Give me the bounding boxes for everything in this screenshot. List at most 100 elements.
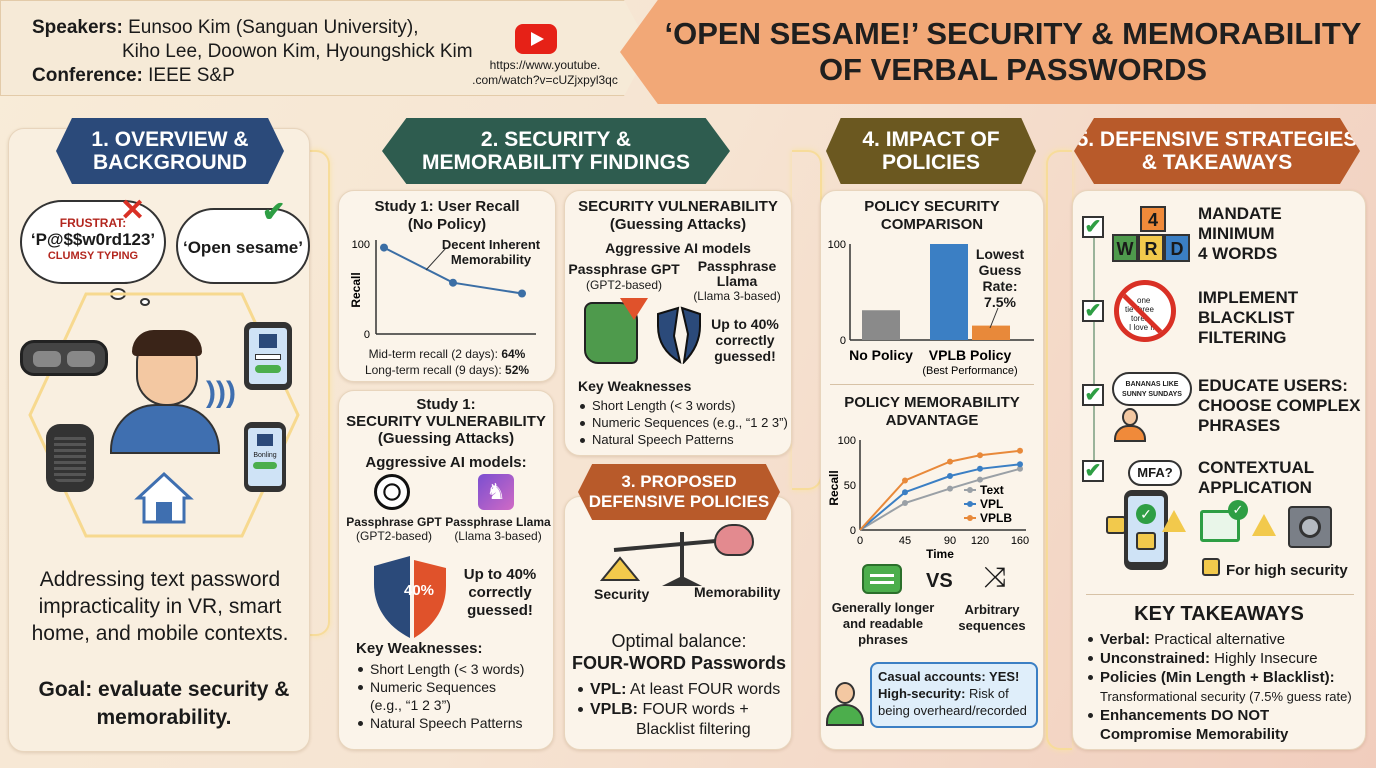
x-tick-label: 45 (899, 535, 911, 547)
recall-annotation-line2: Memorability (450, 252, 532, 267)
list-item: Numeric Sequences (e.g., “1 2 3”) (356, 678, 546, 714)
weak2-text: Numeric Sequences (370, 679, 497, 695)
lowest-line4: 7.5% (984, 294, 1016, 310)
list-item: Natural Speech Patterns (578, 431, 788, 448)
vs-label: VS (926, 570, 953, 592)
device-hexagon (28, 292, 300, 538)
clumsy-typing-label: CLUMSY TYPING (47, 250, 139, 262)
strategy4-line2: APPLICATION (1198, 478, 1312, 497)
annotation-arrow (989, 307, 999, 329)
mid-term-label: Mid-term recall (2 days): (368, 347, 502, 361)
vuln1-model2: Passphrase Llama (Llama 3-based) (444, 515, 552, 543)
section5-title-line2: & TAKEAWAYS (1141, 151, 1293, 174)
y-tick-label: 0 (364, 329, 370, 341)
x-tick-label: 120 (971, 535, 989, 547)
mfa-bubble: MFA? (1128, 460, 1182, 486)
lowest-line3: Rate: (982, 278, 1018, 294)
bananas-line1: BANANAS LIKE (1125, 381, 1179, 388)
mid-term-value: 64% (501, 347, 526, 361)
section2-header: 2. SECURITY &MEMORABILITY FINDINGS (382, 118, 730, 184)
red-x-icon: ✕ (120, 194, 146, 227)
weak2b-text: (e.g., “1 2 3”) (370, 697, 451, 713)
legend-label: Text (980, 483, 1004, 497)
takeaway1-label: Verbal: (1100, 631, 1151, 648)
legend-label: VPL (980, 497, 1003, 511)
list-item: VPL: At least FOUR words (576, 680, 786, 700)
arbitrary-line1: Arbitrary (964, 602, 1020, 617)
vuln1-weak-list: Short Length (< 3 words) Numeric Sequenc… (356, 660, 546, 732)
list-item: Policies (Min Length + Blacklist):Transf… (1086, 668, 1360, 706)
data-point (977, 452, 983, 459)
balance-text: Optimal balance: FOUR-WORD Passwords (566, 630, 792, 674)
vuln1-guessed-line2: correctly (468, 584, 532, 601)
speakers-label: Speakers: (32, 17, 123, 38)
data-point (902, 477, 908, 484)
annotation-arrow (425, 247, 447, 271)
warning-icon (1252, 514, 1276, 536)
video-url-line2: .com/watch?v=cUZjxpyl3qc (472, 73, 618, 87)
speakers-text: Speakers: Eunsoo Kim (Sanguan University… (32, 16, 473, 88)
frustration-bubble: FRUSTRAT: ‘P@$$w0rd123’ CLUMSY TYPING (20, 200, 166, 284)
recall-title: Study 1: User Recall (No Policy) (338, 198, 556, 234)
blacklist-word: I love m (1129, 323, 1158, 332)
vuln1-title-line1: Study 1: (416, 396, 476, 413)
divider (830, 384, 1034, 385)
bar (930, 244, 968, 340)
x-tick-label: VPLB Policy (929, 347, 1012, 363)
vpl-text: At least FOUR words (630, 681, 781, 698)
data-point (977, 465, 983, 472)
recall-card (338, 190, 556, 382)
list-item: Short Length (< 3 words) (356, 660, 546, 678)
recall-title-line1: Study 1: User Recall (374, 198, 520, 215)
vuln1-model1-sub: (GPT2-based) (355, 529, 433, 543)
takeaway2-label: Unconstrained: (1100, 650, 1211, 667)
vuln1-model2-name: Passphrase Llama (445, 515, 551, 529)
shield-percent: 40% (404, 582, 435, 599)
longer-line1: Generally longer (831, 600, 935, 615)
takeaway4-line1: Enhancements DO NOT (1100, 707, 1270, 724)
vuln2-model1-sub: (GPT2-based) (585, 278, 663, 292)
legend-marker (967, 501, 973, 507)
takeaway2-text: Highly Insecure (1210, 650, 1318, 667)
strategy-3: EDUCATE USERS: CHOOSE COMPLEX PHRASES (1198, 376, 1360, 436)
title-banner (620, 0, 1376, 104)
phone-lock-icon: ✓ (1124, 490, 1168, 570)
longer-line2: and readable (842, 616, 924, 631)
overview-description: Addressing text password impracticality … (31, 568, 289, 645)
vplb-label: VPLB: (590, 701, 638, 718)
vr-headset-icon (20, 340, 108, 376)
strategy-4: CONTEXTUAL APPLICATION (1198, 458, 1314, 498)
vuln2-weak-list: Short Length (< 3 words) Numeric Sequenc… (578, 397, 788, 448)
youtube-icon[interactable] (515, 24, 557, 54)
section3-title-line1: 3. PROPOSED (621, 472, 737, 491)
x-tick-label: 160 (1011, 535, 1029, 547)
data-point (947, 473, 953, 479)
data-point (1017, 461, 1023, 468)
strategy1-line3: 4 WORDS (1198, 244, 1278, 263)
recall-stats: Mid-term recall (2 days): 64% Long-term … (340, 346, 554, 378)
section5-header: 5. DEFENSIVE STRATEGIES& TAKEAWAYS (1074, 118, 1360, 184)
person-avatar (110, 330, 220, 454)
blacklist-word: torer (1131, 314, 1148, 323)
policy-list: VPL: At least FOUR words VPLB: FOUR word… (576, 680, 786, 740)
vuln2-models-title: Aggressive AI models (605, 240, 751, 256)
longer-line3: phrases (858, 632, 908, 647)
video-url[interactable]: https://www.youtube. .com/watch?v=cUZjxp… (460, 58, 630, 88)
vuln2-model2: Passphrase Llama (Llama 3-based) (684, 259, 790, 304)
context-callout: Casual accounts: YES! High-security: Ris… (870, 662, 1038, 728)
warning-icon (1162, 510, 1186, 532)
connector-line (792, 150, 822, 490)
data-point (449, 278, 457, 287)
legend-label: VPLB (980, 511, 1012, 525)
list-item: Natural Speech Patterns (356, 714, 546, 732)
vuln1-title-line3: (Guessing Attacks) (377, 430, 515, 447)
vuln2-guessed-line1: Up to 40% (711, 316, 779, 332)
vuln1-title: Study 1: SECURITY VULNERABILITY (Guessin… (338, 396, 554, 447)
block-letter: R (1138, 234, 1164, 262)
vuln1-guessed-line3: guessed! (467, 602, 533, 619)
data-point (1017, 447, 1023, 454)
